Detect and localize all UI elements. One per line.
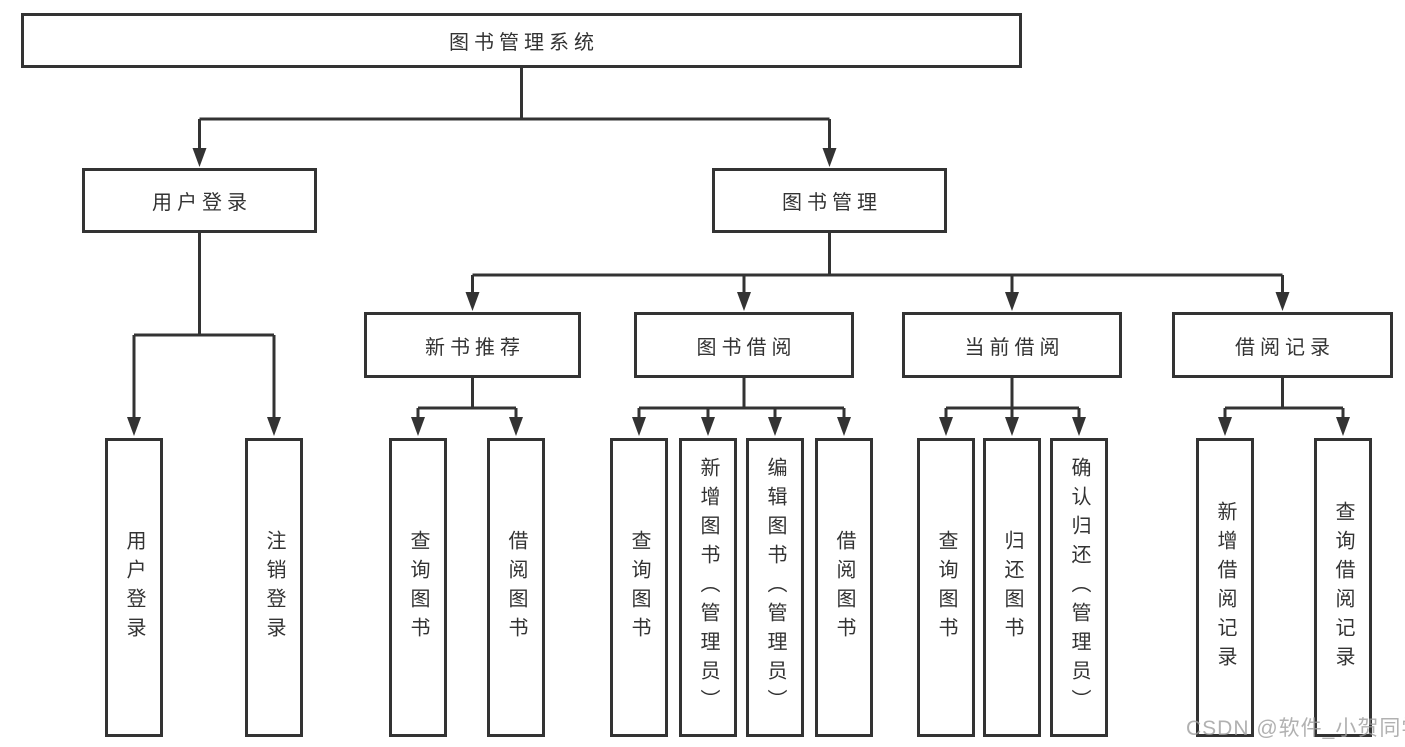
- node-label: 当前借阅: [964, 336, 1065, 359]
- node-root-system: 图书管理系统: [21, 13, 1022, 68]
- node-label: 图书借阅: [696, 336, 797, 359]
- leaf-confirm-return-admin: 确认归还（管理员）: [1050, 438, 1108, 737]
- node-label: 用户登录: [152, 192, 252, 214]
- leaf-query-borrow-record: 查询借阅记录: [1314, 438, 1372, 737]
- leaf-borrow-book: 借阅图书: [487, 438, 545, 737]
- connector-current-borrow-to-leaves: [939, 378, 1086, 436]
- leaf-edit-book-admin: 编辑图书（管理员）: [746, 438, 804, 737]
- leaf-label: 注销登录: [263, 529, 285, 646]
- leaf-label: 查询借阅记录: [1332, 500, 1354, 675]
- connector-book-borrow-to-leaves: [632, 378, 851, 436]
- node-label: 图书管理系统: [449, 32, 599, 54]
- connector-root-to-level2: [192, 68, 837, 167]
- leaf-logout: 注销登录: [245, 438, 303, 737]
- node-book-borrow: 图书借阅: [634, 312, 854, 378]
- leaf-return-book: 归还图书: [983, 438, 1041, 737]
- leaf-query-book: 查询图书: [610, 438, 668, 737]
- csdn-watermark: CSDN @软件_小贺同学: [1186, 717, 1405, 740]
- leaf-label: 借阅图书: [505, 529, 527, 646]
- leaf-label: 归还图书: [1001, 529, 1023, 646]
- leaf-borrow-book: 借阅图书: [815, 438, 873, 737]
- node-new-book-recommend: 新书推荐: [364, 312, 581, 378]
- leaf-label: 查询图书: [407, 529, 429, 646]
- node-label: 借阅记录: [1235, 336, 1335, 359]
- leaf-label: 新增借阅记录: [1214, 500, 1236, 675]
- leaf-user-login: 用户登录: [105, 438, 163, 737]
- leaf-query-book: 查询图书: [389, 438, 447, 737]
- leaf-add-borrow-record: 新增借阅记录: [1196, 438, 1254, 737]
- leaf-label: 用户登录: [123, 529, 145, 646]
- leaf-query-book: 查询图书: [917, 438, 975, 737]
- leaf-label: 新增图书（管理员）: [697, 457, 719, 718]
- leaf-label: 查询图书: [935, 529, 957, 646]
- leaf-label: 确认归还（管理员）: [1068, 457, 1090, 718]
- leaf-add-book-admin: 新增图书（管理员）: [679, 438, 737, 737]
- node-borrow-record: 借阅记录: [1172, 312, 1393, 378]
- node-current-borrow: 当前借阅: [902, 312, 1122, 378]
- connector-borrow-record-to-leaves: [1218, 378, 1350, 436]
- leaf-label: 借阅图书: [833, 529, 855, 646]
- connector-new-book-recommend-to-leaves: [411, 378, 523, 436]
- node-book-management: 图书管理: [712, 168, 947, 233]
- node-label: 图书管理: [782, 192, 882, 214]
- connector-book-management-to-level3: [465, 233, 1290, 311]
- node-label: 新书推荐: [425, 336, 525, 359]
- leaf-label: 编辑图书（管理员）: [764, 457, 786, 718]
- node-user-login: 用户登录: [82, 168, 317, 233]
- connector-user-login-to-leaves: [127, 233, 281, 436]
- leaf-label: 查询图书: [628, 529, 650, 646]
